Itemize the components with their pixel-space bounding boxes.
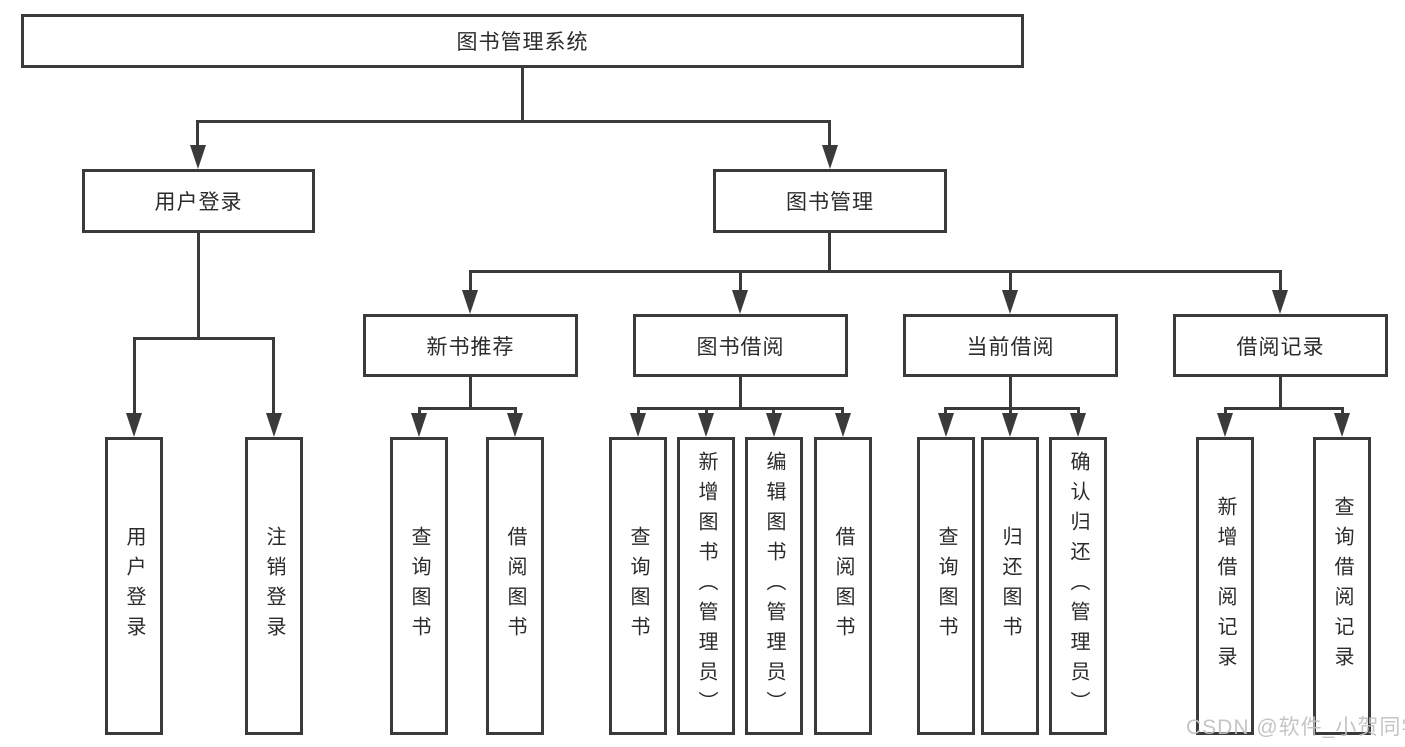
connector-line <box>418 407 517 410</box>
leaf-newbook-query-books: 查询图书 <box>390 437 448 735</box>
leaf-logout-label: 注销登录 <box>263 526 285 646</box>
leaf-current-return-books: 归还图书 <box>981 437 1039 735</box>
connector-line <box>133 337 275 340</box>
node-new-book-recommend-label: 新书推荐 <box>426 335 515 359</box>
leaf-borrow-query-books-label: 查询图书 <box>627 526 649 646</box>
connector-line <box>1279 377 1282 410</box>
arrow-down-icon <box>266 413 282 437</box>
leaf-logout: 注销登录 <box>245 437 303 735</box>
leaf-borrow-borrow-books-label: 借阅图书 <box>832 526 854 646</box>
leaf-newbook-borrow-books: 借阅图书 <box>486 437 544 735</box>
connector-line <box>1224 407 1344 410</box>
connector-line <box>514 407 517 417</box>
connector-line <box>418 407 421 417</box>
connector-line <box>1077 407 1080 417</box>
connector-line <box>828 233 831 273</box>
leaf-borrow-edit-books-admin-label: 编辑图书（管理员） <box>763 451 785 721</box>
arrow-down-icon <box>630 413 646 437</box>
node-book-management-label: 图书管理 <box>786 191 874 214</box>
leaf-record-query-borrow-record-label: 查询借阅记录 <box>1331 496 1353 676</box>
arrow-down-icon <box>1002 413 1018 437</box>
connector-line <box>469 270 472 293</box>
connector-line <box>828 120 831 147</box>
node-user-login-label: 用户登录 <box>154 191 243 214</box>
connector-line <box>133 337 136 415</box>
connector-line <box>1009 270 1012 293</box>
connector-line <box>637 407 640 417</box>
node-new-book-recommend: 新书推荐 <box>363 314 578 377</box>
leaf-user-login: 用户登录 <box>105 437 163 735</box>
node-current-borrow: 当前借阅 <box>903 314 1118 377</box>
connector-line <box>197 233 200 337</box>
leaf-newbook-query-books-label: 查询图书 <box>408 526 430 646</box>
node-borrow-record-label: 借阅记录 <box>1236 335 1325 359</box>
node-borrow-record: 借阅记录 <box>1173 314 1388 377</box>
arrow-down-icon <box>1272 290 1288 314</box>
node-root-label: 图书管理系统 <box>456 31 589 54</box>
arrow-down-icon <box>1070 413 1086 437</box>
connector-line <box>739 377 742 410</box>
leaf-borrow-borrow-books: 借阅图书 <box>814 437 872 735</box>
arrow-down-icon <box>190 145 206 169</box>
connector-line <box>1341 407 1344 417</box>
arrow-down-icon <box>732 290 748 314</box>
arrow-down-icon <box>411 413 427 437</box>
arrow-down-icon <box>507 413 523 437</box>
connector-line <box>772 407 775 417</box>
watermark: CSDN @软件_小贺同学 <box>1186 716 1405 739</box>
arrow-down-icon <box>1334 413 1350 437</box>
connector-line <box>521 68 524 120</box>
connector-line <box>272 337 275 415</box>
connector-line <box>1279 270 1282 293</box>
node-current-borrow-label: 当前借阅 <box>966 335 1055 359</box>
connector-line <box>739 270 742 293</box>
connector-line <box>1224 407 1227 417</box>
node-root: 图书管理系统 <box>21 14 1024 68</box>
arrow-down-icon <box>126 413 142 437</box>
node-book-management: 图书管理 <box>713 169 947 233</box>
connector-line <box>196 120 831 123</box>
connector-line <box>944 407 947 417</box>
arrow-down-icon <box>938 413 954 437</box>
leaf-current-confirm-return-admin: 确认归还（管理员） <box>1049 437 1107 735</box>
arrow-down-icon <box>822 145 838 169</box>
leaf-borrow-add-books-admin: 新增图书（管理员） <box>677 437 735 735</box>
arrow-down-icon <box>462 290 478 314</box>
node-user-login: 用户登录 <box>82 169 315 233</box>
leaf-record-add-borrow-record: 新增借阅记录 <box>1196 437 1254 735</box>
connector-line <box>1009 377 1012 415</box>
arrow-down-icon <box>835 413 851 437</box>
leaf-user-login-label: 用户登录 <box>123 526 145 646</box>
arrow-down-icon <box>1217 413 1233 437</box>
node-book-borrow-label: 图书借阅 <box>696 335 785 359</box>
connector-line <box>944 407 1080 410</box>
connector-line <box>469 270 1282 273</box>
leaf-current-query-books-label: 查询图书 <box>935 526 957 646</box>
connector-line <box>469 377 472 410</box>
arrow-down-icon <box>1002 290 1018 314</box>
connector-line <box>196 120 199 147</box>
leaf-borrow-add-books-admin-label: 新增图书（管理员） <box>695 451 717 721</box>
leaf-current-query-books: 查询图书 <box>917 437 975 735</box>
connector-line <box>841 407 844 417</box>
leaf-current-return-books-label: 归还图书 <box>999 526 1021 646</box>
arrow-down-icon <box>698 413 714 437</box>
connector-line <box>705 407 708 417</box>
leaf-borrow-query-books: 查询图书 <box>609 437 667 735</box>
node-book-borrow: 图书借阅 <box>633 314 848 377</box>
leaf-newbook-borrow-books-label: 借阅图书 <box>504 526 526 646</box>
leaf-record-add-borrow-record-label: 新增借阅记录 <box>1214 496 1236 676</box>
leaf-current-confirm-return-admin-label: 确认归还（管理员） <box>1067 451 1089 721</box>
leaf-borrow-edit-books-admin: 编辑图书（管理员） <box>745 437 803 735</box>
leaf-record-query-borrow-record: 查询借阅记录 <box>1313 437 1371 735</box>
arrow-down-icon <box>766 413 782 437</box>
connector-line <box>637 407 844 410</box>
